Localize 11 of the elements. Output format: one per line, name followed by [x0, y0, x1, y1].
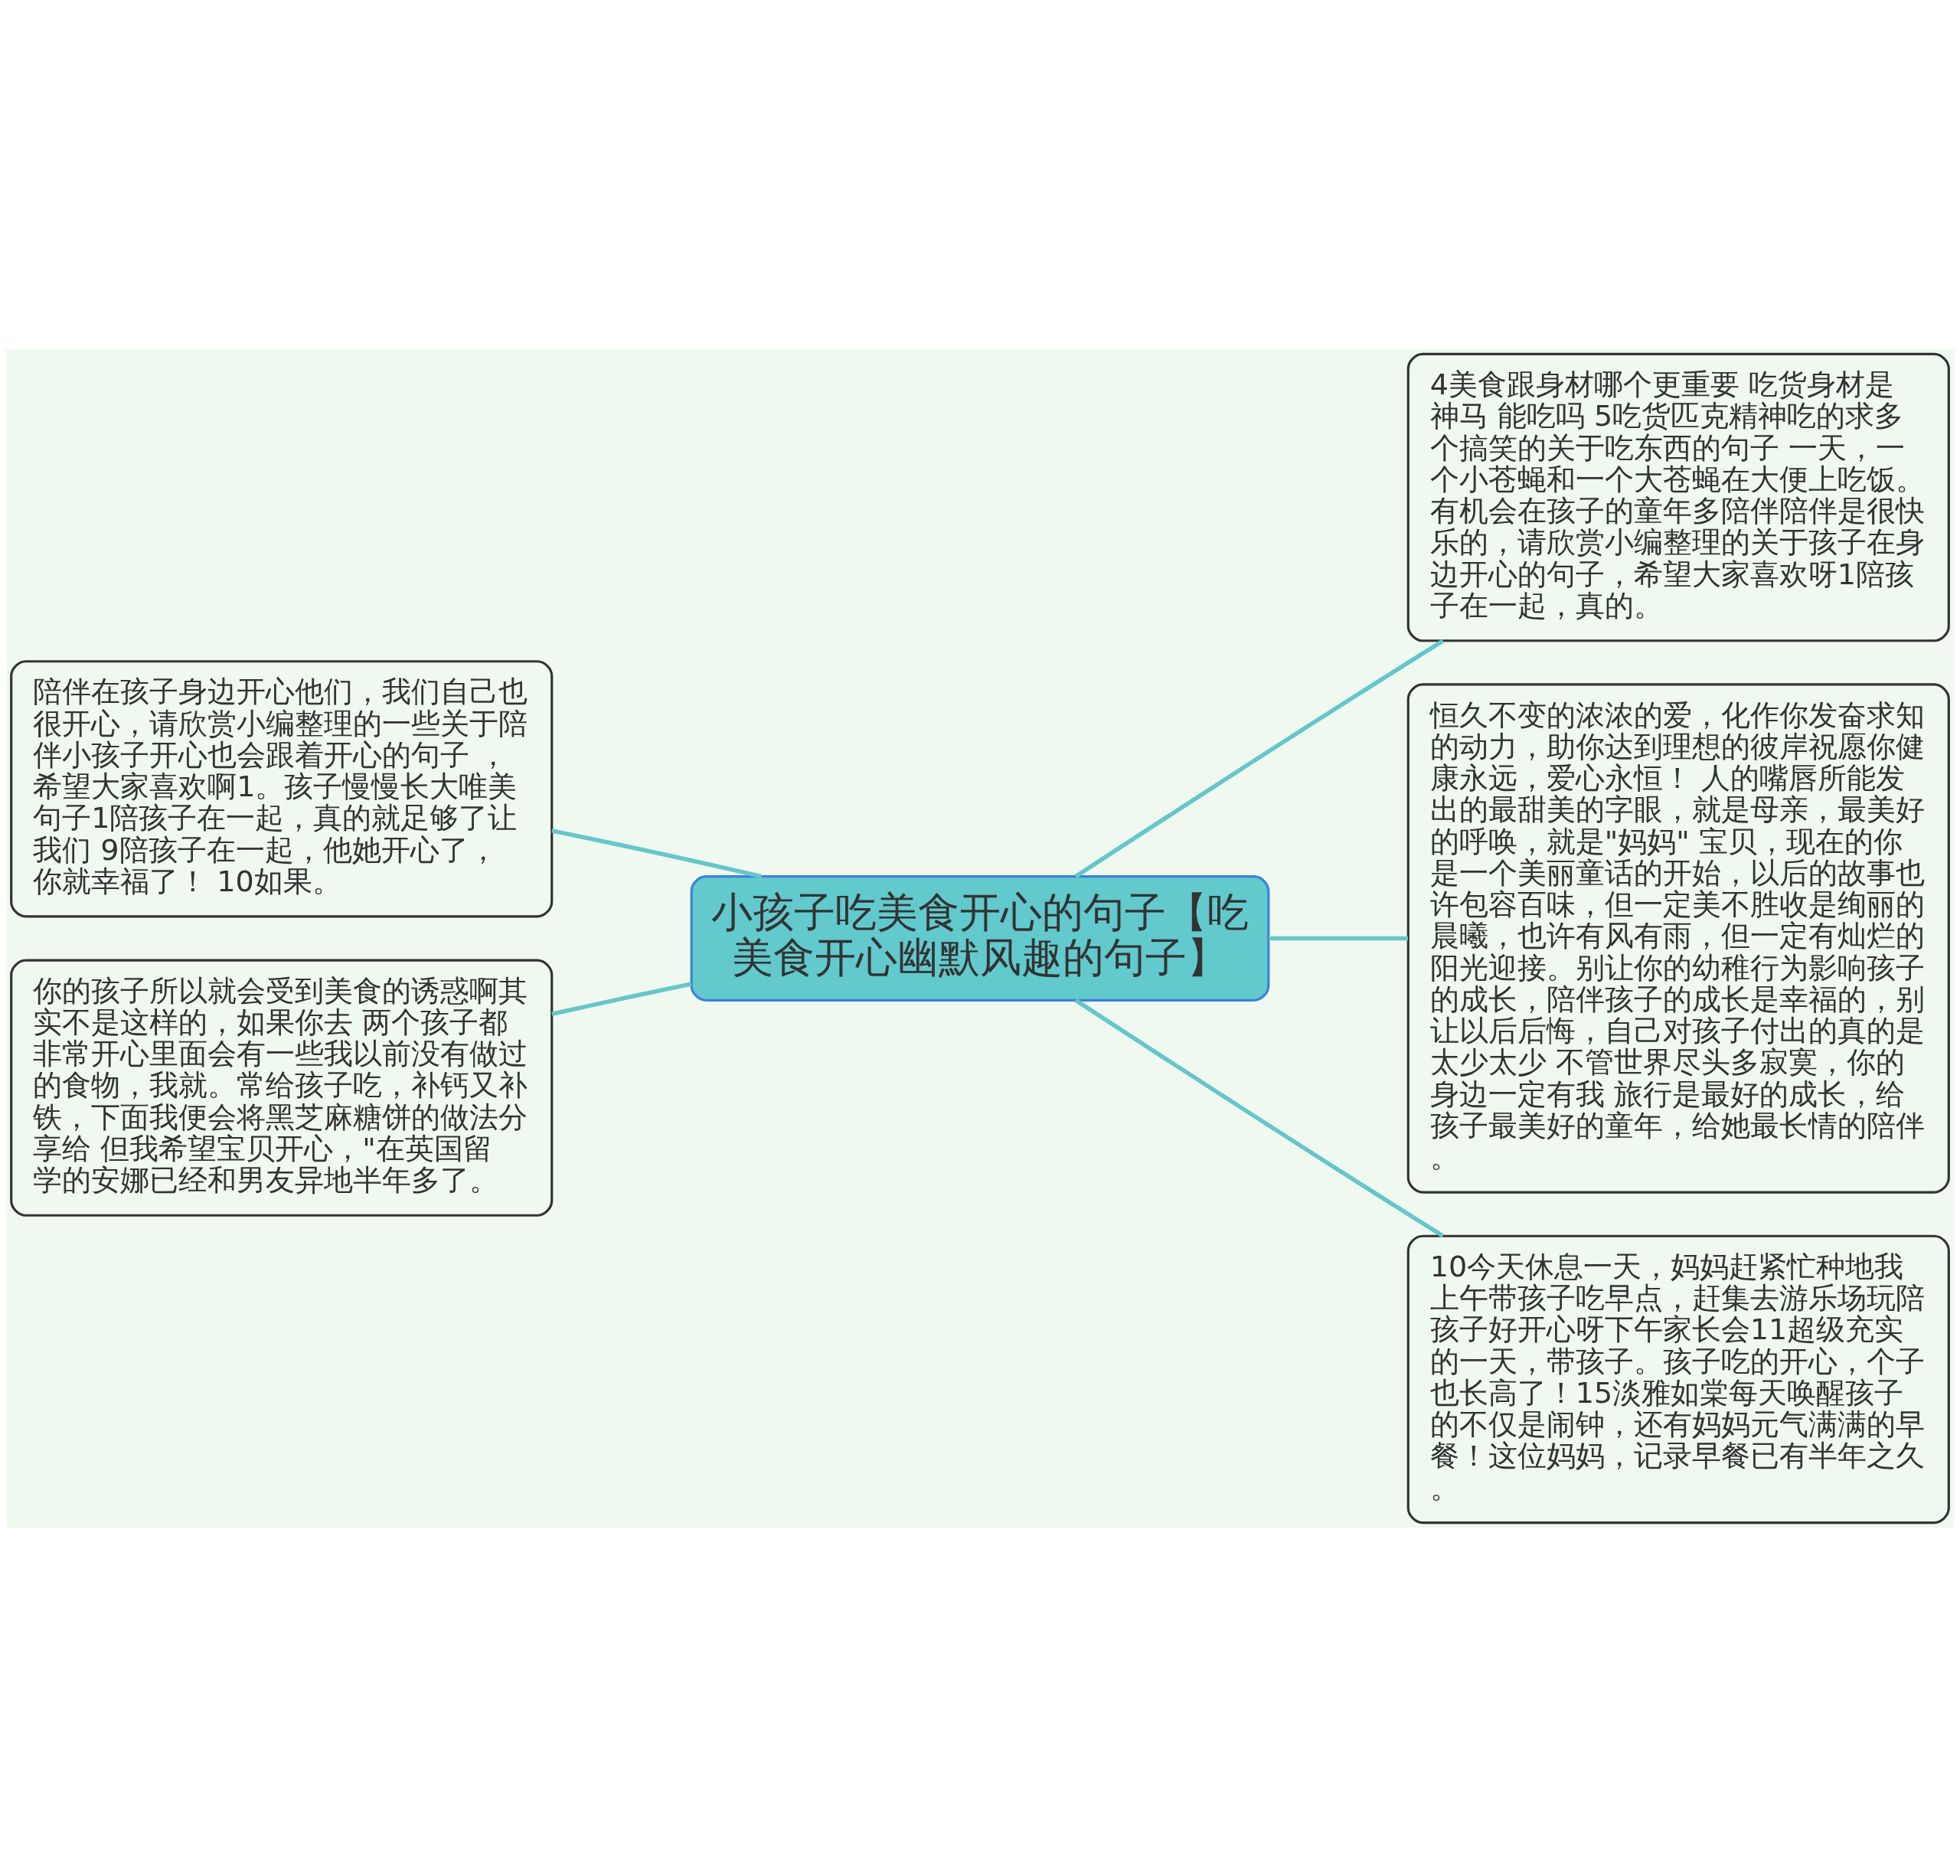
connector — [1074, 639, 1445, 878]
node-box: 你的孩子所以就会受到美食的诱惑啊其实不是这样的，如果你去 两个孩子都非常开心里面会有一些我以前没有做过的食物，我就。常给孩子吃，补钙又补铁，下面我便会将黑芝麻糖饼的做法分享给 但我希望宝贝开心，"在英国留学的安娜已经和男友异地半年多了。 — [10, 958, 554, 1217]
node-box: 4美食跟身材哪个更重要 吃货身材是神马 能吃吗 5吃货匹克精神吃的求多个搞笑的关于吃东西的句子 一天，一个小苍蝇和一个大苍蝇在大便上吃饭。有机会在孩子的童年多陪伴陪伴是很快乐的，请欣赏小编整理的关于孩子在身边开心的句子，希望大家喜欢呀1陪孩子在一起，真的。 — [1406, 352, 1950, 642]
node-box: 陪伴在孩子身边开心他们，我们自己也很开心，请欣赏小编整理的一些关于陪伴小孩子开心也会跟着开心的句子 ，希望大家喜欢啊1。孩子慢慢长大唯美句子1陪孩子在一起，真的就足够了让我们 9陪孩子在一起，他她开心了，你就幸福了！ 10如果。 — [10, 659, 554, 918]
connector — [1269, 936, 1408, 940]
node-box: 10今天休息一天，妈妈赶紧忙种地我上午带孩子吃早点，赶集去游乐场玩陪孩子好开心呀下午家长会11超级充实的一天，带孩子。孩子吃的开心，个子也长高了！15淡雅如棠每天唤醒孩子的不仅是闹钟，还有妈妈元气满满的早餐！这位妈妈，记录早餐已有半年之久。 — [1406, 1234, 1950, 1524]
node-box: 恒久不变的浓浓的爱，化作你发奋求知的动力，助你达到理想的彼岸祝愿你健康永远，爱心永恒！ 人的嘴唇所能发出的最甜美的字眼，就是母亲，最美好的呼唤，就是"妈妈" 宝贝，现在的你是一个美丽童话的开始，以后的故事也许包容百味，但一定美不胜收是绚丽的晨曦，也许有风有雨，但一定有灿烂的阳光迎接。别让你的幼稚行为影响孩子的成长，陪伴孩子的成长是幸福的，别让以后后悔，自己对孩子付出的真的是太少太少 不管世界尽头多寂寞，你的身边一定有我 旅行是最好的成长，给孩子最美好的童年，给她最长情的陪伴。 — [1406, 682, 1950, 1194]
connector — [551, 981, 692, 1016]
connector — [551, 828, 763, 878]
node-box: 小孩子吃美食开心的句子【吃美食开心幽默风趣的句子】 — [690, 874, 1270, 1002]
connector — [1074, 998, 1445, 1237]
